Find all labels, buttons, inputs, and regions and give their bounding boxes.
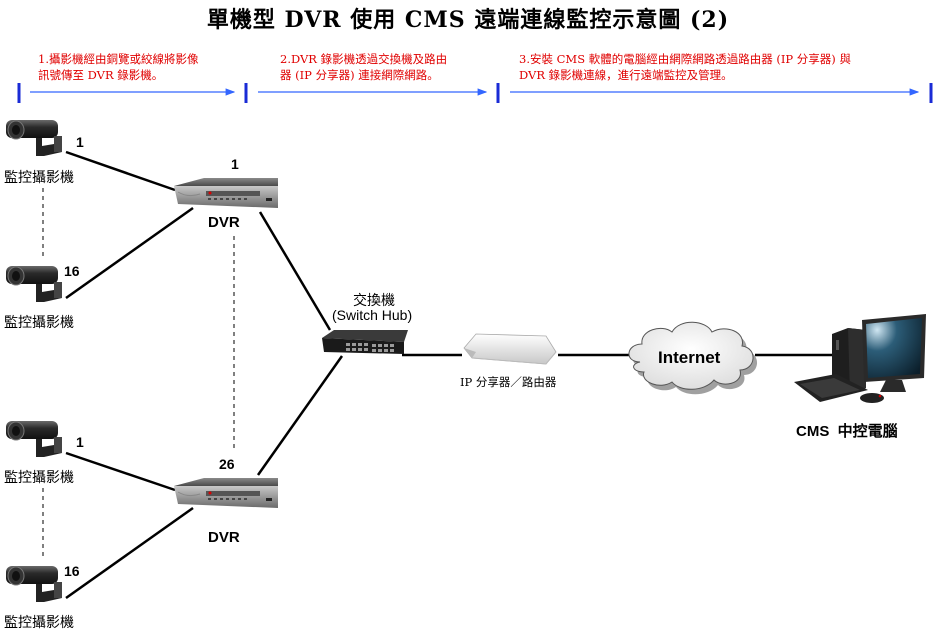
dvr-icon [174,478,278,508]
camera-channel-label: 1 [76,134,84,150]
camera-label: 監控攝影機 [4,469,74,485]
camera-channel-label: 1 [76,434,84,450]
step-2-line-1: 2.DVR 錄影機透過交換機及路由 [280,52,448,66]
cms-computer-icon [794,314,926,403]
dvr-number-label: 26 [219,456,235,472]
step-1-line-1: 1.攝影機經由銅覽或絞線將影像 [38,52,199,66]
step-2-note: 2.DVR 錄影機透過交換機及路由 器 (IP 分享器) 連接網際網路。 [280,51,447,83]
router-icon [463,333,557,365]
switch-hub-icon [322,330,408,354]
internet-cloud-icon [628,321,758,395]
connections [65,150,833,600]
switch-label-en: (Switch Hub) [332,307,413,323]
step-3-line-1: 3.安裝 CMS 軟體的電腦經由網際網路透過路由器 (IP 分享器) 與 [519,52,851,66]
cable-cam16-dvr26 [65,506,194,600]
camera-icon [6,266,62,302]
cable-dvr26-switch [256,355,344,476]
camera-channel-label: 16 [64,263,80,279]
camera-icon [6,566,62,602]
cable-cam1-dvr26 [65,451,176,492]
camera-icon [6,120,62,156]
camera-channel-label: 16 [64,563,80,579]
switch-label-cn: 交換機 [353,292,395,308]
step-3-note: 3.安裝 CMS 軟體的電腦經由網際網路透過路由器 (IP 分享器) 與 DVR… [519,51,851,83]
step-dividers [17,83,933,103]
step-1-note: 1.攝影機經由銅覽或絞線將影像 訊號傳至 DVR 錄影機。 [38,51,198,83]
camera-icon [6,421,62,457]
dvr-label: DVR [208,529,240,546]
step-3-line-2: DVR 錄影機連線，進行遠端監控及管理。 [519,68,733,82]
cable-dvr1-switch [258,211,332,331]
step-2-line-2: 器 (IP 分享器) 連接網際網路。 [280,68,439,82]
diagram-title: 單機型 DVR 使用 CMS 遠端連線監控示意圖 (2) [206,7,730,33]
cms-label: CMS 中控電腦 [796,423,898,440]
camera-label: 監控攝影機 [4,314,74,330]
cable-cam1-dvr1 [65,150,176,192]
dvr-label: DVR [208,214,240,231]
step-1-line-2: 訊號傳至 DVR 錄影機。 [38,68,164,82]
camera-label: 監控攝影機 [4,169,74,185]
router-label: IP 分享器／路由器 [460,375,557,389]
camera-label: 監控攝影機 [4,614,74,630]
cable-cam16-dvr1 [65,206,194,300]
dashed-links [42,188,235,558]
dvr-icon [174,178,278,208]
internet-label: Internet [658,348,721,367]
dvr-number-label: 1 [231,156,239,172]
